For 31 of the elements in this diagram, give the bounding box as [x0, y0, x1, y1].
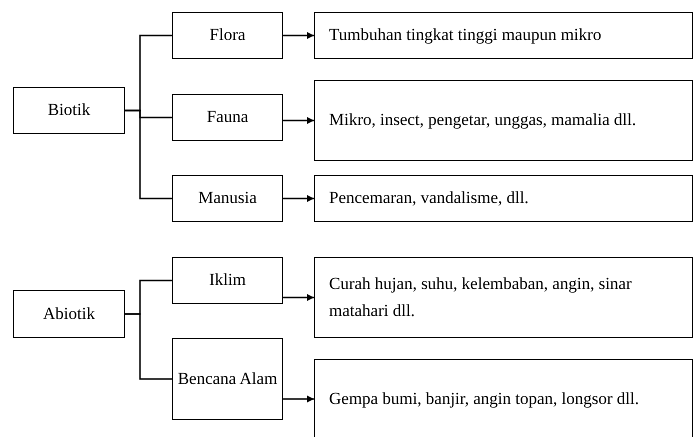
arrow	[283, 195, 314, 202]
connector-line	[125, 110, 172, 200]
description-box	[314, 175, 693, 222]
box-text: Bencana Alam	[178, 368, 278, 390]
box-text: Abiotik	[43, 302, 95, 325]
category-box	[172, 175, 283, 222]
connector-line	[125, 313, 172, 380]
category-box	[172, 257, 283, 304]
category-box	[172, 12, 283, 59]
arrow	[283, 294, 314, 301]
arrow	[283, 32, 314, 39]
category-box	[13, 290, 125, 338]
category-box	[172, 94, 283, 141]
box-text: Tumbuhan tingkat tinggi maupun mikro	[329, 24, 602, 46]
arrow	[283, 117, 314, 124]
box-text: Biotik	[48, 99, 90, 122]
arrow	[283, 396, 314, 402]
box-text: Gempa bumi, banjir, angin topan, longsor dll.	[329, 388, 639, 410]
box-text: Mikro, insect, pengetar, unggas, mamalia dll.	[329, 109, 636, 132]
description-box	[314, 359, 693, 437]
category-box	[13, 87, 125, 134]
box-text: Iklim	[209, 269, 246, 292]
box-text: Flora	[210, 24, 246, 46]
description-box	[314, 12, 693, 59]
box-text: Fauna	[206, 106, 248, 128]
category-box	[172, 338, 283, 420]
box-text: Pencemaran, vandalisme, dll.	[329, 187, 529, 210]
description-box	[314, 257, 693, 338]
box-text: Manusia	[198, 187, 257, 210]
description-box	[314, 80, 693, 161]
box-text: Curah hujan, suhu, kelembaban, angin, sinar matahari dll.	[329, 273, 633, 322]
